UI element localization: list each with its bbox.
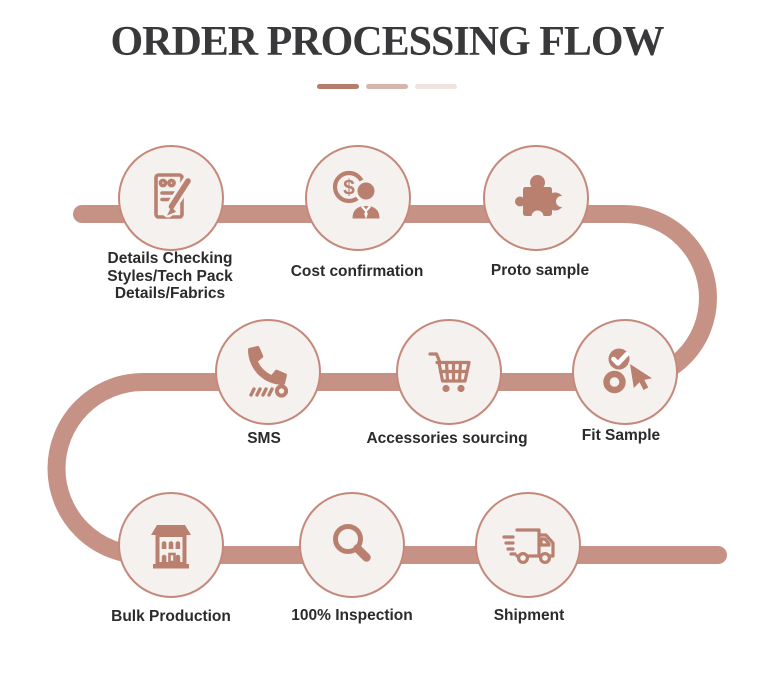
step-label-line: Details/Fabrics: [114, 285, 226, 302]
check-cursor-icon: [603, 348, 654, 394]
title-divider: [317, 84, 457, 89]
step-label-accessories-sourcing: Accessories sourcing: [366, 430, 528, 447]
step-node-fit-sample: [572, 319, 678, 425]
step-label-shipment: Shipment: [493, 607, 565, 624]
document-pen-icon: [154, 173, 194, 219]
step-label-bulk-production: Bulk Production: [111, 608, 231, 625]
cost-confirmation-icon: $: [332, 170, 383, 222]
step-label-cost-confirmation: Cost confirmation: [290, 263, 424, 280]
step-node-sms: [215, 319, 321, 425]
step-node-shipment: [475, 492, 581, 598]
step-label-details-checking: Details Checking Styles/Tech Pack Detail…: [107, 250, 233, 303]
step-node-bulk-production: [118, 492, 224, 598]
divider-segment-dark: [317, 84, 359, 89]
puzzle-icon: [515, 175, 567, 223]
step-node-inspection: [299, 492, 405, 598]
step-node-accessories-sourcing: [396, 319, 502, 425]
step-label-fit-sample: Fit Sample: [581, 427, 661, 444]
shopping-cart-icon: [428, 352, 471, 393]
step-node-proto-sample: [483, 145, 589, 251]
step-label-line: Details Checking: [107, 250, 233, 267]
phone-icon: [248, 346, 289, 398]
page-title: ORDER PROCESSING FLOW: [110, 19, 664, 65]
step-node-cost-confirmation: $: [305, 145, 411, 251]
delivery-truck-icon: [502, 528, 555, 564]
divider-segment-medium: [366, 84, 408, 89]
step-label-sms: SMS: [247, 430, 281, 447]
step-label-proto-sample: Proto sample: [490, 262, 590, 279]
step-node-details-checking: [118, 145, 224, 251]
step-label-line: Styles/Tech Pack: [107, 267, 233, 285]
step-label-inspection: 100% Inspection: [291, 607, 413, 624]
dollar-sign: $: [343, 177, 355, 200]
factory-building-icon: [151, 525, 191, 569]
magnifier-icon: [333, 524, 371, 562]
divider-segment-light: [415, 84, 457, 89]
